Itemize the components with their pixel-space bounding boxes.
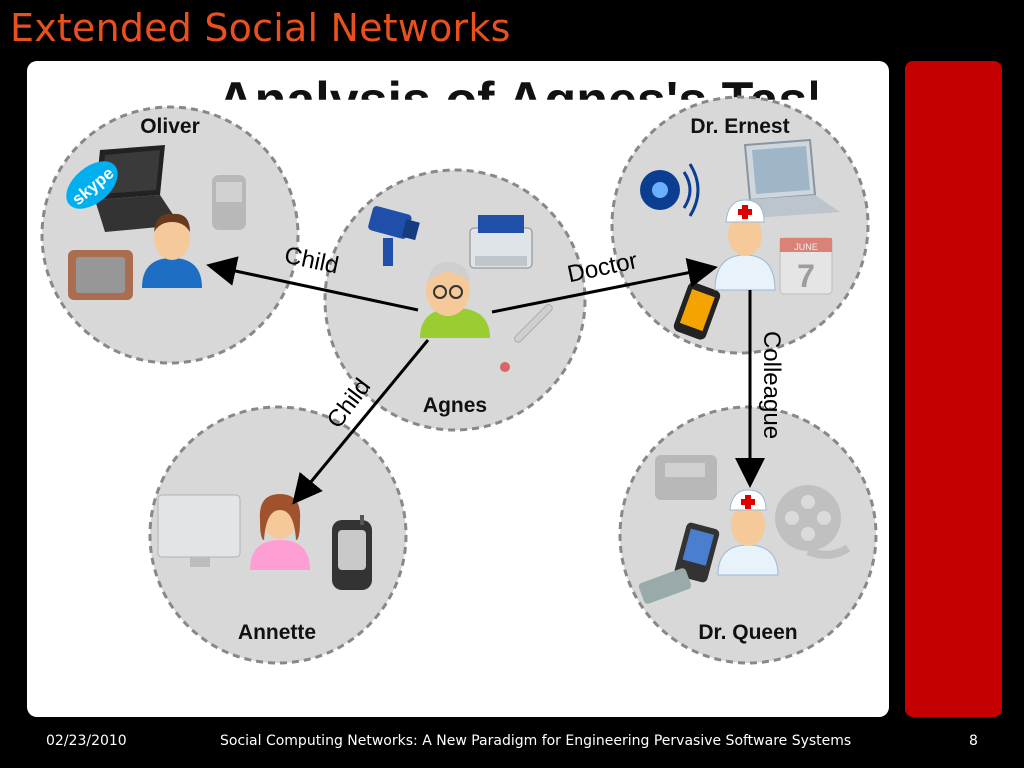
person-label-ernest: Dr. Ernest bbox=[690, 115, 789, 138]
medical-kit-icon bbox=[469, 215, 533, 269]
relation-label-colleague: Colleague bbox=[758, 331, 785, 439]
annette-avatar-icon bbox=[250, 494, 310, 570]
laptop-ernest-icon bbox=[740, 138, 840, 218]
smartphone-icon bbox=[212, 175, 246, 230]
speaker-icon bbox=[640, 163, 700, 217]
slider-phone-icon bbox=[638, 522, 720, 604]
flip-phone-icon bbox=[332, 515, 372, 590]
queen-doctor-avatar-icon bbox=[717, 489, 779, 576]
arrow-agnes-annette bbox=[292, 339, 430, 505]
side-accent-bar bbox=[905, 61, 1002, 717]
slide-title: Extended Social Networks bbox=[10, 6, 511, 50]
desk-phone-icon bbox=[655, 455, 717, 500]
svg-text:JUNE: JUNE bbox=[794, 242, 818, 252]
svg-text:7: 7 bbox=[797, 258, 815, 294]
footer-date: 02/23/2010 bbox=[46, 733, 127, 749]
agnes-avatar-icon bbox=[420, 262, 490, 338]
ernest-doctor-avatar-icon bbox=[714, 199, 776, 291]
camera-icon bbox=[368, 206, 420, 266]
film-reel-icon bbox=[775, 485, 851, 559]
thermometer-icon bbox=[500, 303, 553, 372]
calendar-icon: JUNE 7 bbox=[779, 237, 833, 295]
person-label-annette: Annette bbox=[238, 621, 316, 644]
panel-heading: Analysis of Agnes's Tasks bbox=[217, 72, 866, 130]
person-label-queen: Dr. Queen bbox=[698, 621, 797, 644]
person-label-oliver: Oliver bbox=[140, 115, 200, 138]
oliver-avatar-icon bbox=[142, 213, 202, 288]
person-label-agnes: Agnes bbox=[423, 394, 487, 417]
monitor-icon bbox=[157, 494, 241, 567]
page-number: 8 bbox=[969, 733, 978, 749]
iphone-icon bbox=[673, 282, 721, 340]
tv-icon bbox=[68, 250, 133, 300]
footer-title: Social Computing Networks: A New Paradig… bbox=[220, 733, 852, 749]
arrow-agnes-oliver bbox=[206, 256, 419, 312]
arrow-agnes-ernest bbox=[491, 257, 718, 314]
